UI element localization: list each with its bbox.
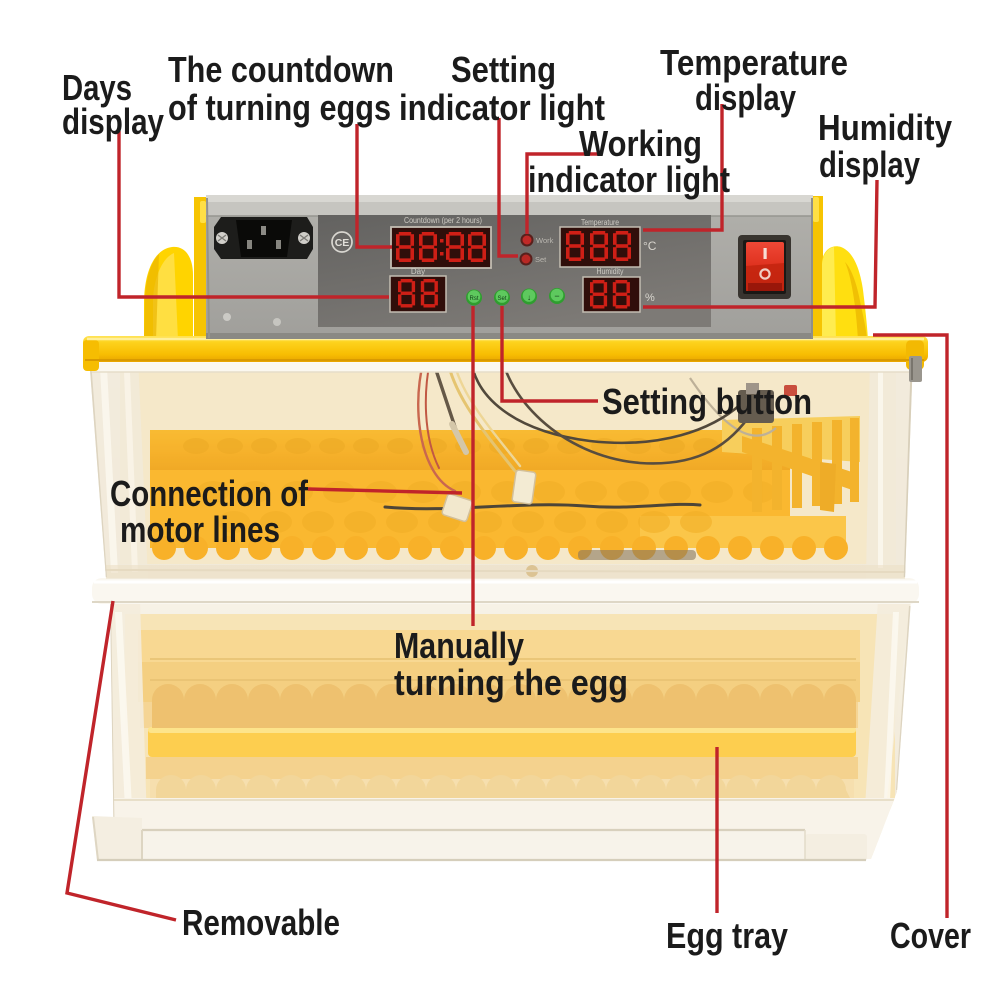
svg-text:The countdown: The countdown [168,49,394,90]
svg-text:↓: ↓ [527,293,531,302]
svg-text:Countdown (per 2 hours): Countdown (per 2 hours) [404,216,482,225]
svg-text:Working: Working [579,123,702,164]
svg-text:Manually: Manually [394,625,524,666]
svg-text:Setting: Setting [451,49,556,90]
svg-text:Egg tray: Egg tray [666,915,788,956]
svg-text:Rst: Rst [470,296,479,302]
svg-text:Work: Work [536,236,554,245]
svg-text:Set: Set [535,255,547,264]
svg-text:%: % [645,292,655,304]
svg-text:motor lines: motor lines [120,509,280,550]
svg-text:°C: °C [643,239,657,253]
svg-text:indicator light: indicator light [399,87,605,128]
svg-text:of turning eggs: of turning eggs [168,87,391,128]
svg-text:Setting button: Setting button [602,381,812,422]
svg-text:Humidity: Humidity [597,267,624,276]
svg-text:CE: CE [335,237,350,249]
svg-text:Connection of: Connection of [110,473,309,514]
svg-text:Day: Day [411,267,425,276]
svg-text:display: display [62,101,164,142]
svg-text:display: display [819,144,920,185]
svg-text:Set: Set [497,296,506,302]
svg-text:Humidity: Humidity [818,107,952,148]
svg-text:indicator light: indicator light [528,159,730,200]
svg-text:Temperature: Temperature [660,42,848,83]
svg-text:display: display [695,77,796,118]
svg-text:turning the egg: turning the egg [394,662,628,703]
svg-text:Days: Days [62,67,132,108]
svg-text:Removable: Removable [182,902,340,943]
svg-text:Temperature: Temperature [581,218,619,227]
svg-text:−: − [554,291,559,301]
svg-text:Cover: Cover [890,915,971,956]
